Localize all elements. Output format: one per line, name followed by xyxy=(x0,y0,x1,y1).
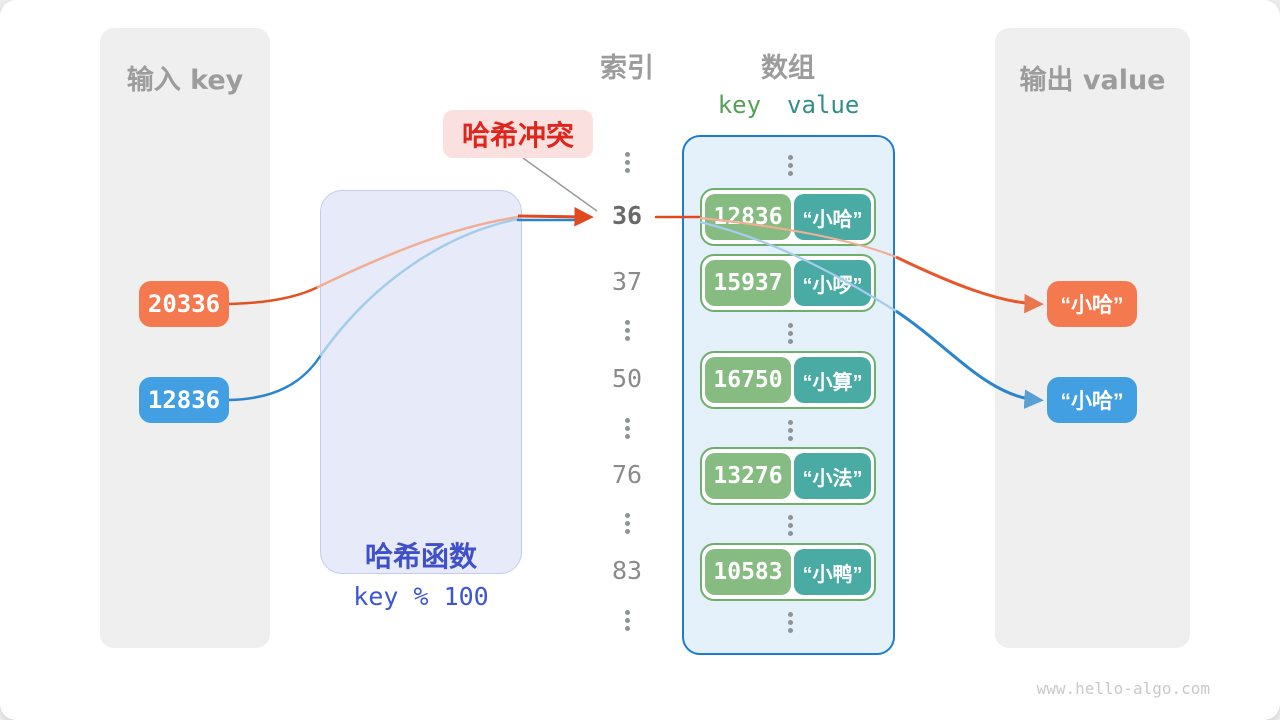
index-label-37: 37 xyxy=(611,267,643,296)
ellipsis-icon xyxy=(780,417,800,444)
arrow-hash-to-index-orange xyxy=(517,207,594,227)
ellipsis-icon xyxy=(780,609,800,636)
array-value-cell: “小啰” xyxy=(794,260,871,306)
array-row-50: 16750 “小算” xyxy=(700,351,876,409)
array-key-cell: 13276 xyxy=(705,453,791,499)
key-value-header: key value xyxy=(682,91,895,119)
output-panel-title: 输出 value xyxy=(1019,65,1166,96)
index-label-76: 76 xyxy=(611,460,643,489)
watermark: www.hello-algo.com xyxy=(1036,679,1210,698)
array-key-cell: 10583 xyxy=(705,549,791,595)
hash-function-title: 哈希函数 xyxy=(364,541,477,572)
array-row-37: 15937 “小啰” xyxy=(700,254,876,312)
ellipsis-icon xyxy=(780,320,800,347)
array-row-36: 12836 “小哈” xyxy=(700,188,876,246)
array-row-83: 10583 “小鸭” xyxy=(700,543,876,601)
index-label-36: 36 xyxy=(611,201,643,230)
input-key-12836: 12836 xyxy=(139,377,229,423)
index-label-83: 83 xyxy=(611,556,643,585)
index-column-title: 索引 xyxy=(600,53,654,83)
output-value-orange: “小哈” xyxy=(1047,281,1137,327)
collision-pointer-line xyxy=(522,157,598,212)
array-column-title: 数组 xyxy=(761,53,815,83)
ellipsis-icon xyxy=(780,152,800,179)
ellipsis-icon xyxy=(617,607,637,634)
array-value-cell: “小算” xyxy=(794,357,871,403)
ellipsis-icon xyxy=(780,512,800,539)
input-key-20336: 20336 xyxy=(139,281,229,327)
output-panel: 输出 value xyxy=(995,28,1190,648)
ellipsis-icon xyxy=(617,510,637,537)
array-row-76: 13276 “小法” xyxy=(700,447,876,505)
array-key-cell: 12836 xyxy=(705,194,791,240)
ellipsis-icon xyxy=(617,149,637,176)
array-value-cell: “小法” xyxy=(794,453,871,499)
output-value-blue: “小哈” xyxy=(1047,377,1137,423)
array-key-cell: 15937 xyxy=(705,260,791,306)
array-value-cell: “小哈” xyxy=(794,194,871,240)
hash-collision-badge: 哈希冲突 xyxy=(443,110,593,158)
input-panel-title: 输入 key xyxy=(126,65,244,96)
hash-function-formula: key % 100 xyxy=(353,582,489,611)
value-header-label: value xyxy=(787,91,860,119)
ellipsis-icon xyxy=(617,415,637,442)
key-header-label: key xyxy=(717,91,762,119)
input-panel: 输入 key xyxy=(100,28,270,648)
index-label-50: 50 xyxy=(611,364,643,393)
array-key-cell: 16750 xyxy=(705,357,791,403)
array-panel: 12836 “小哈” 15937 “小啰” 16750 “小算” 13276 “… xyxy=(682,135,895,655)
array-value-cell: “小鸭” xyxy=(794,549,871,595)
hash-function-box: 哈希函数 key % 100 xyxy=(320,190,522,611)
ellipsis-icon xyxy=(617,317,637,344)
